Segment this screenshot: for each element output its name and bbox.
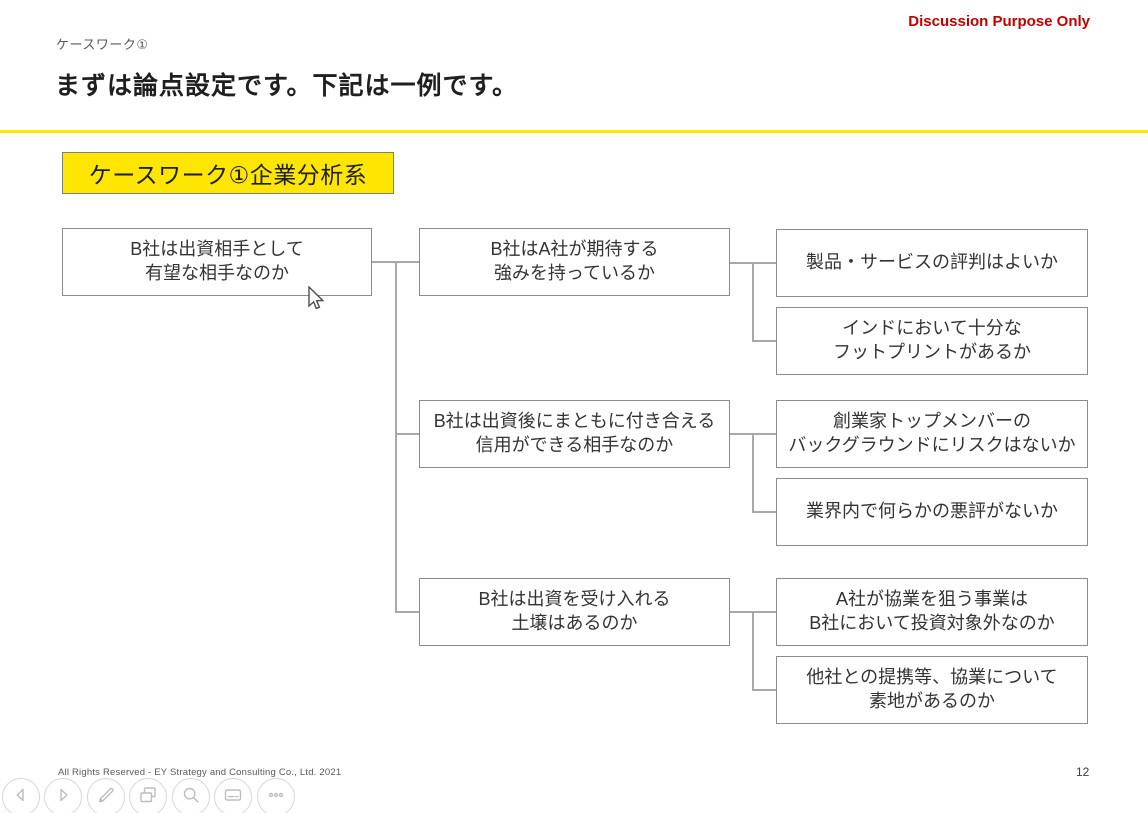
tree-node-l2-1: B社はA社が期待する 強みを持っているか bbox=[419, 228, 730, 296]
tree-node-l3-6: 他社との提携等、協業について 素地があるのか bbox=[776, 656, 1088, 724]
left-arrow-icon bbox=[9, 783, 33, 812]
tree-node-l3-4: 業界内で何らかの悪評がないか bbox=[776, 478, 1088, 546]
magnifier-icon bbox=[179, 783, 203, 812]
title-divider bbox=[0, 130, 1148, 133]
tree-node-root: B社は出資相手として 有望な相手なのか bbox=[62, 228, 372, 296]
connector-line bbox=[395, 611, 419, 613]
captions-icon bbox=[221, 783, 245, 812]
captions-button[interactable] bbox=[214, 778, 252, 813]
disclaimer-label: Discussion Purpose Only bbox=[908, 13, 1090, 30]
connector-line bbox=[752, 340, 776, 342]
next-slide-button[interactable] bbox=[44, 778, 82, 813]
tree-node-l2-3: B社は出資を受け入れる 土壌はあるのか bbox=[419, 578, 730, 646]
category-label: ケースワーク①企業分析系 bbox=[62, 152, 394, 194]
previous-slide-button[interactable] bbox=[2, 778, 40, 813]
slides-icon bbox=[136, 783, 160, 812]
more-options-button[interactable] bbox=[257, 778, 295, 813]
tree-node-l3-1: 製品・サービスの評判はよいか bbox=[776, 229, 1088, 297]
connector-line bbox=[752, 689, 776, 691]
connector-line bbox=[752, 433, 754, 512]
tree-node-l3-3: 創業家トップメンバーの バックグラウンドにリスクはないか bbox=[776, 400, 1088, 468]
pen-button[interactable] bbox=[87, 778, 125, 813]
pen-icon bbox=[94, 783, 118, 812]
connector-line bbox=[752, 511, 776, 513]
right-arrow-icon bbox=[51, 783, 75, 812]
tree-node-l3-2: インドにおいて十分な フットプリントがあるか bbox=[776, 307, 1088, 375]
page-number: 12 bbox=[1076, 765, 1090, 779]
connector-line bbox=[395, 433, 419, 435]
zoom-button[interactable] bbox=[172, 778, 210, 813]
connector-line bbox=[752, 262, 754, 341]
tree-node-l2-2: B社は出資後にまともに付き合える 信用ができる相手なのか bbox=[419, 400, 730, 468]
tree-node-l3-5: A社が協業を狙う事業は B社において投資対象外なのか bbox=[776, 578, 1088, 646]
slide-eyebrow: ケースワーク① bbox=[56, 37, 149, 52]
see-all-slides-button[interactable] bbox=[129, 778, 167, 813]
connector-line bbox=[395, 261, 397, 612]
connector-line bbox=[752, 611, 754, 690]
ellipsis-icon bbox=[264, 783, 288, 812]
page-title: まずは論点設定です。下記は一例です。 bbox=[55, 72, 519, 100]
copyright-text: All Rights Reserved - EY Strategy and Co… bbox=[58, 767, 342, 778]
